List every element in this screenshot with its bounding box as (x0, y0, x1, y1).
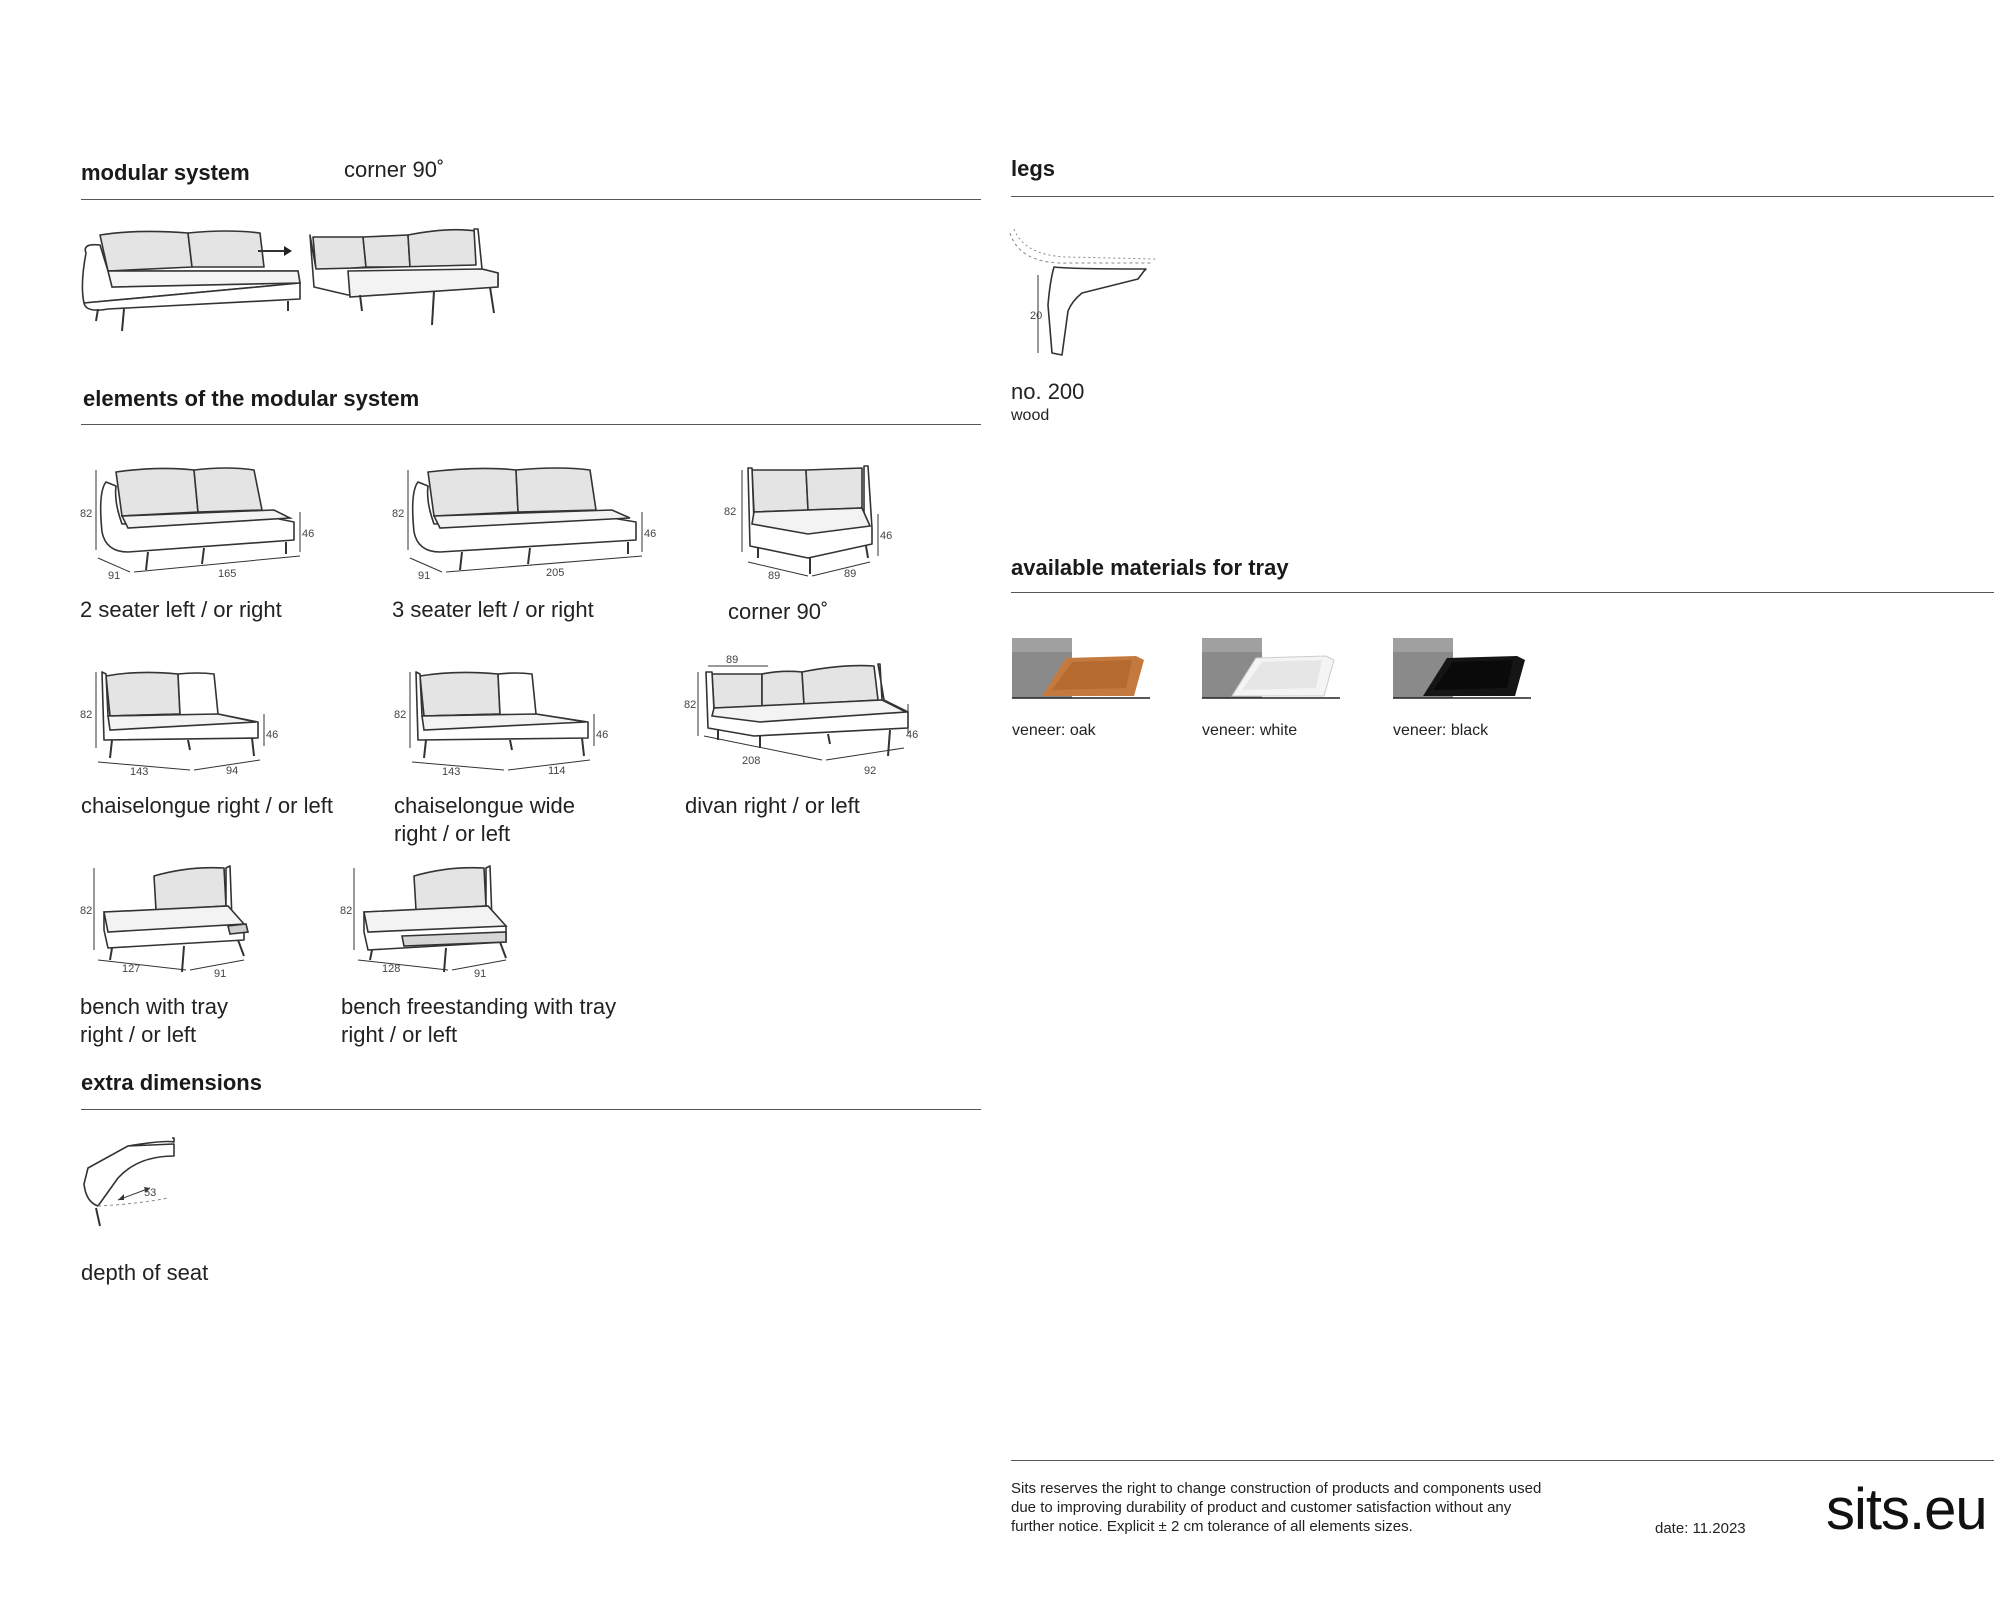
divan-label: divan right / or left (685, 793, 860, 818)
bench-tray-label-line1: bench with tray (80, 994, 228, 1019)
dim-depth: 91 (214, 968, 226, 980)
dim-width: 205 (546, 567, 564, 579)
modular-system-subtitle: corner 90˚ (344, 157, 445, 182)
chaiselongue-drawing: 82 46 143 94 (80, 671, 278, 778)
footer-disclaimer-line2: due to improving durability of product a… (1011, 1499, 1512, 1516)
dim-seat-height: 46 (302, 528, 314, 540)
bench-freestanding-tray-drawing: 82 128 91 (340, 865, 508, 980)
chaiselongue-label: chaiselongue right / or left (81, 793, 333, 818)
modular-system-title: modular system (81, 160, 250, 185)
dim-seat-height: 46 (266, 729, 278, 741)
dim-width: 165 (218, 568, 236, 580)
dim-depth: 91 (418, 570, 430, 582)
tray-materials-divider (1011, 592, 1994, 593)
bench-freestanding-label-line2: right / or left (341, 1022, 458, 1047)
footer-divider (1011, 1460, 1994, 1461)
tray-materials-title: available materials for tray (1011, 555, 1289, 580)
chaiselongue-wide-label-line2: right / or left (394, 821, 511, 846)
dim-height: 82 (340, 905, 352, 917)
dim-seat-height: 46 (644, 528, 656, 540)
chaiselongue-wide-label-line1: chaiselongue wide (394, 793, 576, 818)
swatch-white-label: veneer: white (1202, 722, 1298, 739)
swatch-black[interactable] (1393, 638, 1531, 700)
leg-name: no. 200 (1011, 379, 1085, 404)
dim-depth: 94 (226, 765, 238, 777)
dim-width: 208 (742, 755, 760, 767)
dim-width: 128 (382, 963, 400, 975)
dim-seat-height: 46 (596, 729, 608, 741)
seat-depth-label: depth of seat (81, 1260, 209, 1285)
corner-label: corner 90˚ (728, 599, 829, 624)
dim-height: 82 (394, 709, 406, 721)
leg-drawing: 20 (1009, 228, 1157, 356)
legs-divider (1011, 196, 1994, 197)
dim-width: 143 (442, 766, 460, 778)
chaiselongue-wide-drawing: 82 46 143 114 (394, 671, 608, 778)
dim-depth: 114 (548, 765, 566, 777)
leg-material: wood (1011, 407, 1050, 424)
two-seater-drawing: 82 46 91 165 (80, 467, 314, 582)
dim-height: 82 (80, 508, 92, 520)
dim-depth: 92 (864, 765, 876, 777)
dim-width-b: 89 (844, 568, 856, 580)
swatch-oak[interactable] (1012, 638, 1150, 700)
two-seater-label: 2 seater left / or right (80, 597, 282, 622)
dim-height: 82 (80, 709, 92, 721)
swatch-white[interactable] (1202, 638, 1340, 700)
dim-height: 82 (392, 508, 404, 520)
bench-freestanding-label-line1: bench freestanding with tray (341, 994, 617, 1019)
three-seater-drawing: 82 46 91 205 (392, 467, 656, 582)
dim-height: 82 (724, 506, 736, 518)
corner-drawing: 82 46 89 89 (724, 465, 892, 582)
dim-width: 127 (122, 963, 140, 975)
bench-tray-drawing: 82 127 91 (80, 865, 249, 980)
seat-depth-drawing: 53 (83, 1137, 175, 1227)
modular-system-divider (81, 199, 981, 200)
leg-height-dim: 20 (1030, 310, 1042, 322)
divan-drawing: 89 82 46 208 92 (684, 654, 918, 777)
dim-width-a: 89 (768, 570, 780, 582)
legs-title: legs (1011, 156, 1056, 181)
extra-dimensions-divider (81, 1109, 981, 1110)
swatch-oak-label: veneer: oak (1012, 722, 1096, 739)
extra-dimensions-title: extra dimensions (81, 1070, 262, 1095)
swatch-black-label: veneer: black (1393, 722, 1489, 739)
dim-seat-height: 46 (880, 530, 892, 542)
bench-tray-label-line2: right / or left (80, 1022, 197, 1047)
dim-depth: 91 (474, 968, 486, 980)
elements-title: elements of the modular system (83, 386, 420, 411)
three-seater-label: 3 seater left / or right (392, 597, 594, 622)
footer-disclaimer-line3: further notice. Explicit ± 2 cm toleranc… (1011, 1518, 1413, 1535)
dim-height: 82 (80, 905, 92, 917)
elements-divider (81, 424, 981, 425)
dim-width: 143 (130, 766, 148, 778)
dim-top-depth: 89 (726, 654, 738, 666)
footer-date: date: 11.2023 (1655, 1520, 1746, 1537)
footer-disclaimer-line1: Sits reserves the right to change constr… (1011, 1480, 1542, 1497)
modular-system-drawing (81, 228, 499, 332)
dim-height: 82 (684, 699, 696, 711)
sits-logo[interactable]: sits.eu (1826, 1477, 1988, 1542)
dim-depth: 91 (108, 570, 120, 582)
seat-depth-dim: 53 (144, 1187, 156, 1199)
dim-seat-height: 46 (906, 729, 918, 741)
